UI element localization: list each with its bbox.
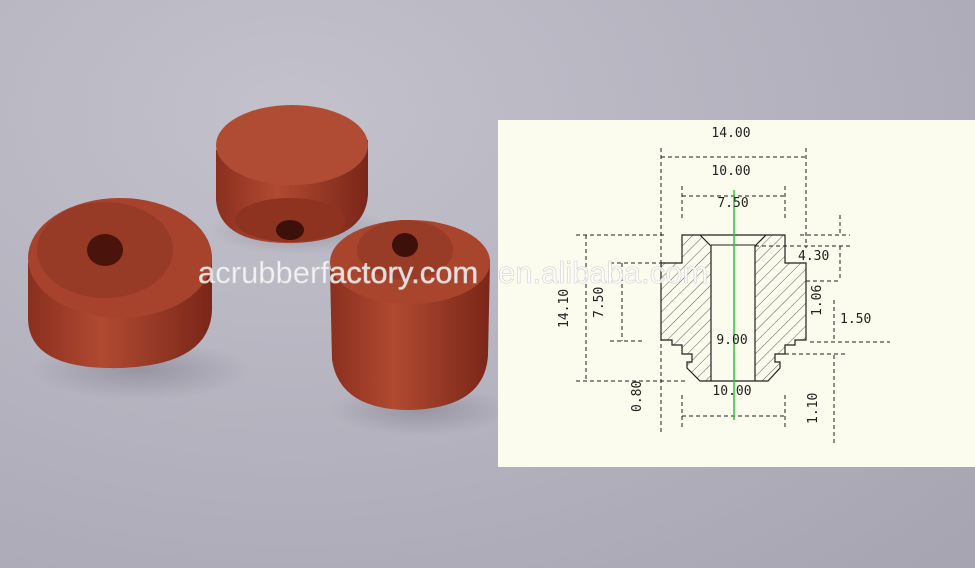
grommet-right [330, 220, 490, 410]
technical-drawing: 14.00 10.00 7.50 4.30 1.06 1.50 9.00 10.… [498, 120, 975, 467]
grommet-back [216, 105, 368, 244]
dim-bore-width: 7.50 [717, 196, 748, 211]
watermark-acrubberfactory: acrubberfactory.com [198, 255, 478, 290]
watermark-alibaba: en.alibaba.com [498, 255, 708, 290]
dim-bore-depth: 9.00 [716, 333, 747, 348]
dim-overall-width: 14.00 [711, 126, 750, 141]
dim-top-width: 10.00 [711, 164, 750, 179]
dim-groove-depth: 0.80 [630, 381, 645, 412]
dim-flange-height: 7.50 [592, 287, 607, 318]
drawing-panel [498, 120, 975, 467]
dim-overall-height: 14.10 [557, 289, 572, 328]
dim-bottom-width: 10.00 [712, 384, 751, 399]
grommet-left [28, 198, 212, 369]
dim-top-step: 4.30 [798, 249, 829, 264]
dim-lip-height: 1.10 [806, 393, 821, 424]
dim-step-height: 1.06 [810, 285, 825, 316]
dim-groove-height: 1.50 [840, 312, 871, 327]
